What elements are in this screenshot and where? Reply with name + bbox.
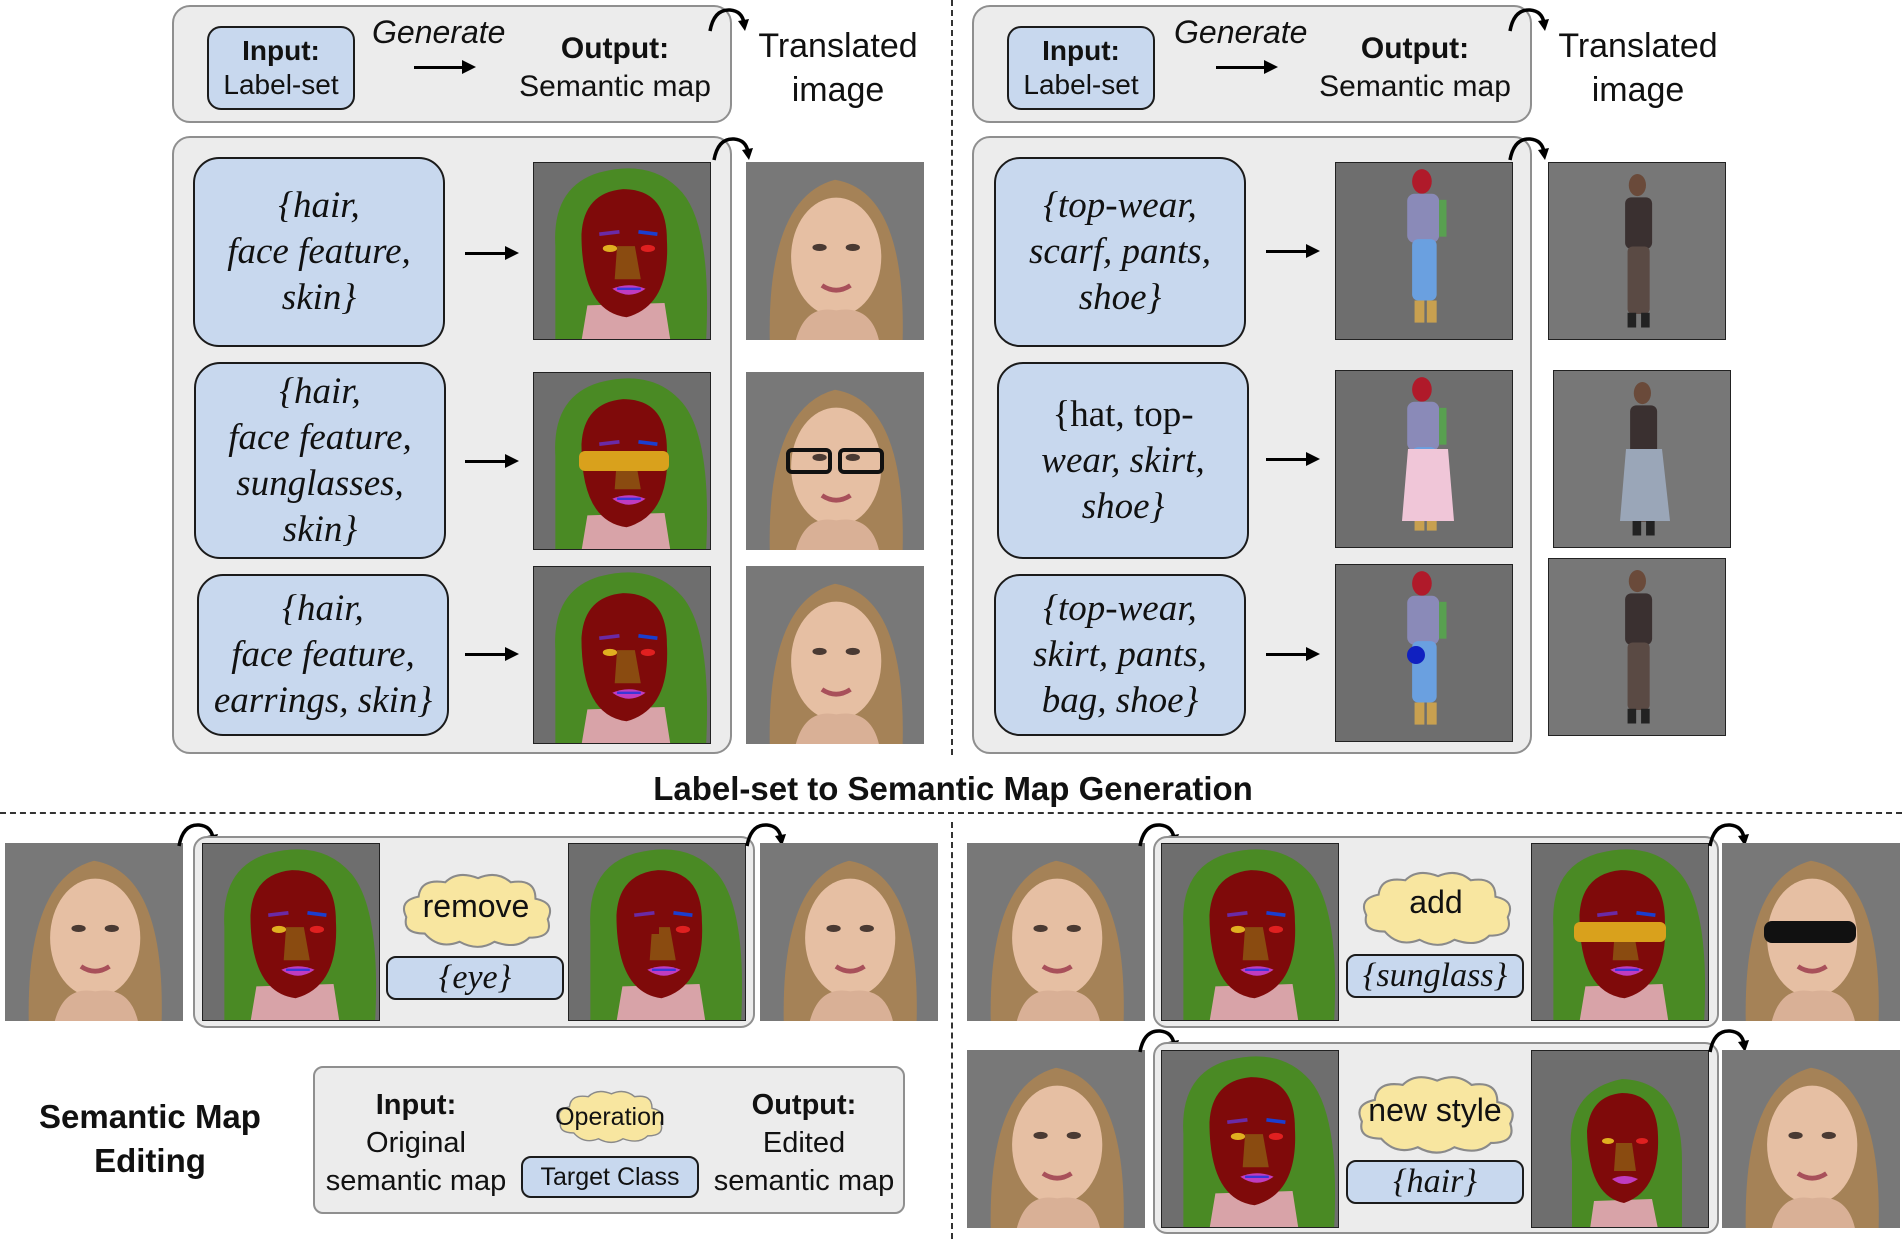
edit-add-result-photo bbox=[1722, 843, 1900, 1021]
curl-arrow-icon bbox=[1506, 5, 1550, 35]
translated-label-faces: Translated image bbox=[758, 27, 918, 109]
operation-add: add bbox=[1409, 884, 1463, 920]
edit-remove-edited-map bbox=[568, 843, 746, 1021]
labelset-fashion-2: {hat, top-wear, skirt,shoe} bbox=[997, 362, 1249, 559]
labelset-fashion-3: {top-wear,skirt, pants,bag, shoe} bbox=[994, 574, 1246, 736]
edit-style-result-photo bbox=[1722, 1050, 1900, 1228]
target-eye: {eye} bbox=[386, 956, 564, 1000]
edit-remove-original-map bbox=[202, 843, 380, 1021]
output-block-faces: Output: Semantic map bbox=[515, 30, 715, 106]
semantic-map-face-1 bbox=[533, 162, 711, 340]
input-label: Input: bbox=[242, 35, 320, 66]
edit-remove-result-photo bbox=[760, 843, 938, 1021]
output-label: Output: bbox=[560, 32, 670, 65]
labelset-face-3: {hair,face feature,earrings, skin} bbox=[197, 574, 449, 736]
translated-face-2 bbox=[746, 372, 924, 550]
arrow-right bbox=[465, 454, 519, 468]
arrow-right bbox=[1266, 647, 1320, 661]
arrow-right bbox=[465, 246, 519, 260]
arrow-right bbox=[1266, 244, 1320, 258]
target-hair: {hair} bbox=[1346, 1160, 1524, 1204]
input-labelset-box-fashion: Input: Label-set bbox=[1007, 26, 1155, 110]
arrow-right bbox=[465, 647, 519, 661]
translated-label-fashion: Translated image bbox=[1558, 27, 1718, 109]
arrow-right bbox=[1266, 452, 1320, 466]
divider-top bbox=[951, 0, 953, 755]
edit-add-edited-map bbox=[1531, 843, 1709, 1021]
semantic-map-face-2 bbox=[533, 372, 711, 550]
generate-arrow bbox=[1216, 60, 1278, 74]
translated-face-1 bbox=[746, 162, 924, 340]
generate-label: Generate bbox=[1174, 14, 1308, 50]
translated-face-3 bbox=[746, 566, 924, 744]
translated-fashion-2 bbox=[1553, 370, 1731, 548]
section-title: Label-set to Semantic Map Generation bbox=[653, 770, 1253, 807]
legend-target-class: Target Class bbox=[521, 1156, 699, 1198]
semantic-map-face-3 bbox=[533, 566, 711, 744]
edit-add-original-photo bbox=[967, 843, 1145, 1021]
translated-fashion-3 bbox=[1548, 558, 1726, 736]
operation-new-style: new style bbox=[1368, 1092, 1502, 1128]
generate-arrow bbox=[414, 60, 476, 74]
input-labelset-box-faces: Input: Label-set bbox=[207, 26, 355, 110]
output-value: Semantic map bbox=[519, 70, 711, 103]
legend-title: Semantic Map Editing bbox=[39, 1098, 261, 1179]
curl-arrow-icon bbox=[1506, 134, 1550, 164]
legend-output: Output: Edited semantic map bbox=[713, 1089, 895, 1197]
divider-horizontal bbox=[0, 812, 1902, 814]
curl-arrow-icon bbox=[706, 5, 750, 35]
legend-operation: Operation bbox=[555, 1103, 665, 1131]
edit-style-original-map bbox=[1161, 1050, 1339, 1228]
labelset-face-1: {hair,face feature,skin} bbox=[193, 157, 445, 347]
edit-style-edited-map bbox=[1531, 1050, 1709, 1228]
divider-bottom bbox=[951, 822, 953, 1239]
input-value: Label-set bbox=[223, 69, 339, 100]
edit-add-original-map bbox=[1161, 843, 1339, 1021]
labelset-face-2: {hair,face feature,sunglasses,skin} bbox=[194, 362, 446, 559]
generate-label: Generate bbox=[372, 14, 506, 50]
semantic-map-fashion-1 bbox=[1335, 162, 1513, 340]
output-block-fashion: Output: Semantic map bbox=[1319, 32, 1511, 103]
curl-arrow-icon bbox=[710, 134, 754, 164]
legend-input: Input: Original semantic map bbox=[325, 1089, 507, 1197]
semantic-map-fashion-3 bbox=[1335, 564, 1513, 742]
edit-remove-original-photo bbox=[5, 843, 183, 1021]
labelset-fashion-1: {top-wear,scarf, pants,shoe} bbox=[994, 157, 1246, 347]
edit-style-original-photo bbox=[967, 1050, 1145, 1228]
translated-fashion-1 bbox=[1548, 162, 1726, 340]
semantic-map-fashion-2 bbox=[1335, 370, 1513, 548]
target-sunglass: {sunglass} bbox=[1346, 954, 1524, 998]
operation-remove: remove bbox=[422, 888, 530, 924]
